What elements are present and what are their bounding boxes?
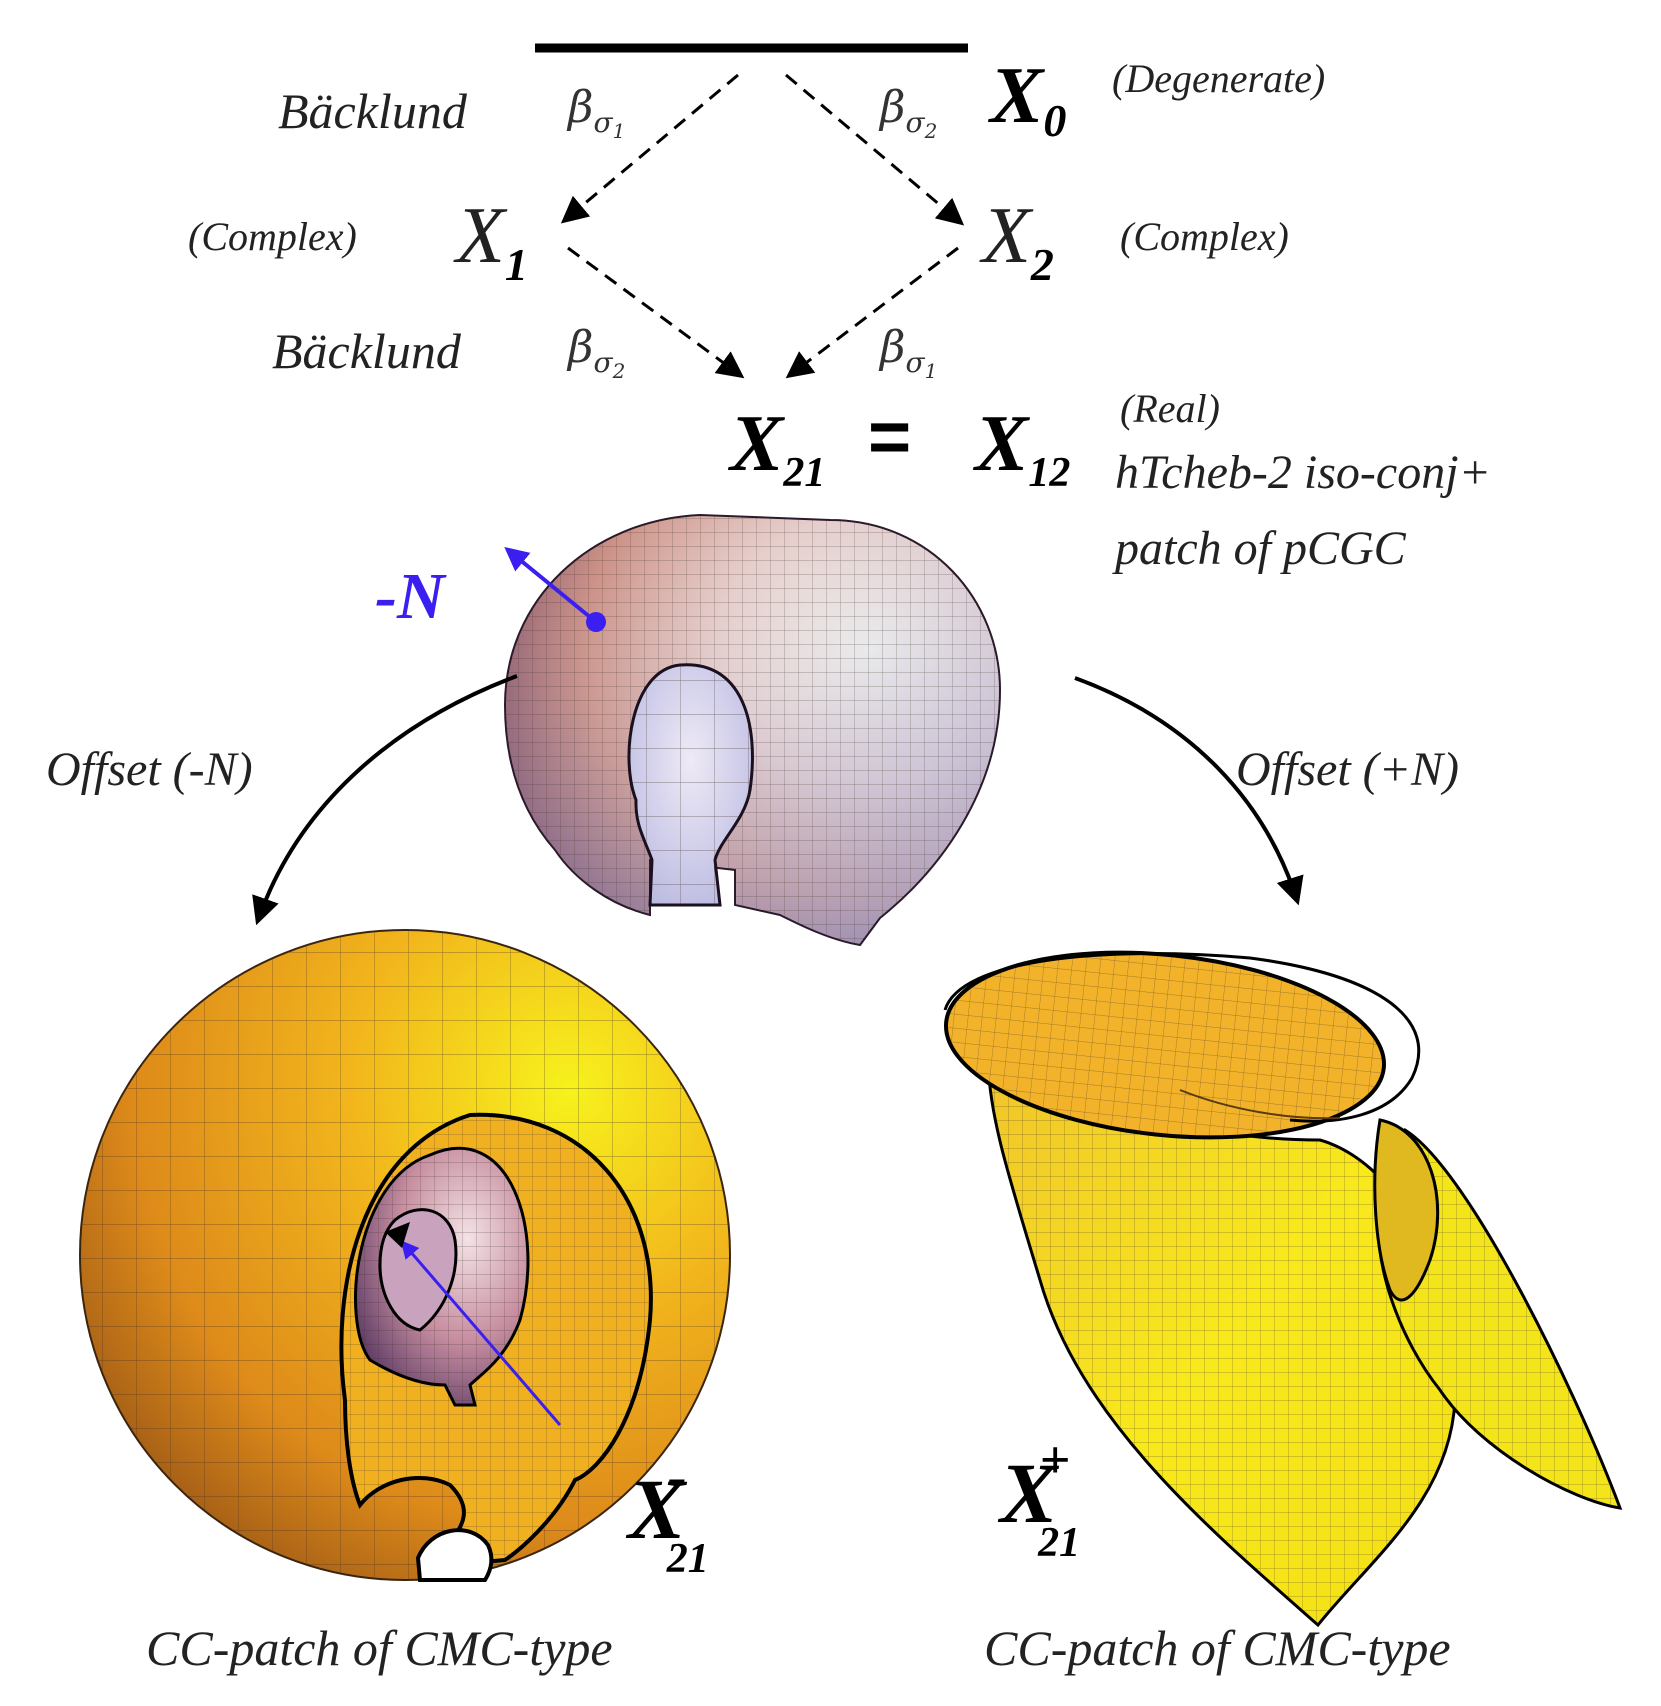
equals-sign: = [868,395,911,478]
beta-sigma1-top: βσ1 [566,82,625,143]
right-caption: CC-patch of CMC-type [984,1620,1451,1676]
arrow-x2-to-x12 [790,248,958,375]
backlund-label-bottom: Bäcklund [272,323,462,379]
normal-dot [586,612,606,632]
complex-left-label: (Complex) [188,214,357,259]
x12-label: X12 [972,400,1070,496]
x21-label: X21 [727,400,825,496]
offset-right-label: Offset (+N) [1236,743,1459,796]
real-label: (Real) [1120,386,1220,431]
x1-label: X1 [453,192,528,290]
x21-plus-label: X+21 [997,1430,1080,1566]
x0-label: X0 [987,52,1066,146]
offset-left-arrow [258,676,517,920]
offset-left-label: Offset (-N) [46,743,253,796]
description-line2: patch of pCGC [1112,522,1407,575]
beta-sigma2-top: βσ2 [878,82,937,143]
degenerate-label: (Degenerate) [1112,56,1325,101]
arrow-x0-to-x2 [786,75,960,222]
beta-sigma2-bottom: βσ2 [566,322,625,383]
x21-minus-label: X-21 [625,1444,709,1582]
left-caption: CC-patch of CMC-type [146,1620,613,1676]
description-line1: hTcheb-2 iso-conj+ [1115,446,1491,499]
pcgc-surface [500,505,1010,955]
complex-right-label: (Complex) [1120,214,1289,259]
backlund-diagram: X0 (Degenerate) Bäcklund βσ1 βσ2 (Comple… [188,48,1491,575]
normal-label: -N [375,560,447,633]
x2-label: X2 [979,192,1054,290]
beta-sigma1-bottom: βσ1 [878,322,937,383]
backlund-label-top: Bäcklund [278,83,468,139]
